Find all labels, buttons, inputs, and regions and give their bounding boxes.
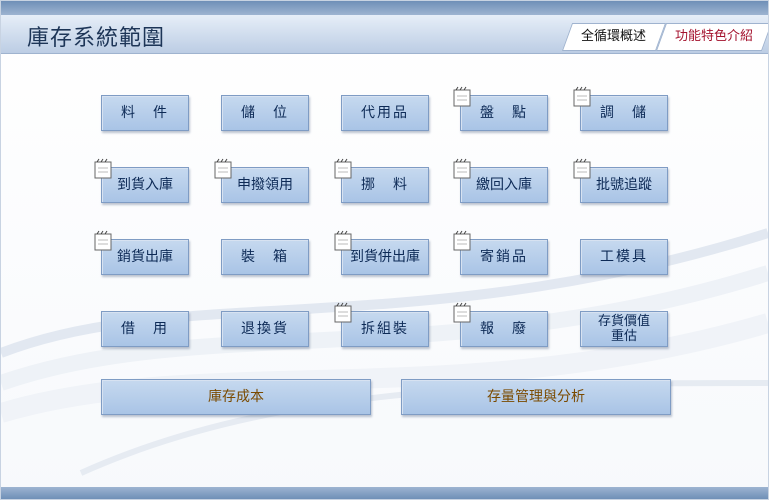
btn-packing[interactable]: 裝 箱 (221, 239, 309, 275)
btn-stocktake[interactable]: 盤 點 (453, 86, 548, 131)
btn-stocktake-label: 盤 點 (480, 105, 528, 121)
btn-cross-dock[interactable]: 到貨併出庫 (334, 230, 429, 275)
btn-tooling-label: 工模具 (600, 249, 648, 265)
btn-transfer-label: 調 儲 (600, 105, 648, 121)
btn-item-master-label: 料 件 (121, 105, 169, 121)
btn-requisition-label: 申撥領用 (237, 177, 293, 193)
notepad-icon (334, 302, 352, 323)
btn-returns-exchange-label: 退換貨 (241, 321, 289, 337)
btn-packing-label: 裝 箱 (241, 249, 289, 265)
notepad-icon (334, 158, 352, 179)
btn-transfer[interactable]: 調 儲 (573, 86, 668, 131)
btn-receiving[interactable]: 到貨入庫 (94, 158, 189, 203)
notepad-icon (453, 158, 471, 179)
btn-requisition[interactable]: 申撥領用 (214, 158, 309, 203)
btn-sales-issue[interactable]: 銷貨出庫 (94, 230, 189, 275)
btn-inventory-revaluation[interactable]: 存貨價值 重估 (580, 311, 668, 347)
btn-return-to-stock[interactable]: 繳回入庫 (453, 158, 548, 203)
btn-disassembly[interactable]: 拆組裝 (334, 302, 429, 347)
btn-cross-dock-label: 到貨併出庫 (350, 249, 420, 265)
notepad-icon (453, 86, 471, 107)
btn-borrow-label: 借 用 (121, 321, 169, 337)
btn-return-to-stock-label: 繳回入庫 (476, 177, 532, 193)
btn-disassembly-label: 拆組裝 (361, 321, 409, 337)
btn-returns-exchange[interactable]: 退換貨 (221, 311, 309, 347)
notepad-icon (334, 230, 352, 251)
tab-cycle-overview[interactable]: 全循環概述 (561, 23, 667, 51)
bottom-strip (1, 487, 768, 499)
btn-receiving-label: 到貨入庫 (117, 177, 173, 193)
tab-feature-intro[interactable]: 功能特色介紹 (655, 23, 768, 51)
btn-reallocate-label: 挪 料 (361, 177, 409, 193)
notepad-icon (214, 158, 232, 179)
btn-consignment[interactable]: 寄銷品 (453, 230, 548, 275)
btn-consignment-label: 寄銷品 (480, 249, 528, 265)
btn-stock-analysis-label: 存量管理與分析 (487, 389, 585, 405)
notepad-icon (453, 302, 471, 323)
btn-inventory-cost[interactable]: 庫存成本 (101, 379, 371, 415)
notepad-icon (573, 86, 591, 107)
btn-tooling[interactable]: 工模具 (580, 239, 668, 275)
notepad-icon (573, 158, 591, 179)
btn-inventory-revaluation-label: 存貨價值 重估 (597, 314, 650, 344)
tab-cycle-overview-label: 全循環概述 (581, 29, 647, 44)
notepad-icon (453, 230, 471, 251)
btn-reallocate[interactable]: 挪 料 (334, 158, 429, 203)
btn-storage-location[interactable]: 儲 位 (221, 95, 309, 131)
btn-borrow[interactable]: 借 用 (101, 311, 189, 347)
notepad-icon (94, 230, 112, 251)
btn-lot-tracking[interactable]: 批號追蹤 (573, 158, 668, 203)
btn-storage-location-label: 儲 位 (241, 105, 289, 121)
btn-inventory-cost-label: 庫存成本 (208, 389, 264, 405)
btn-stock-analysis[interactable]: 存量管理與分析 (401, 379, 671, 415)
notepad-icon (94, 158, 112, 179)
top-strip (1, 1, 768, 15)
tab-feature-intro-label: 功能特色介紹 (674, 29, 753, 44)
page-title: 庫存系統範圍 (27, 26, 166, 51)
btn-sales-issue-label: 銷貨出庫 (117, 249, 173, 265)
btn-substitute[interactable]: 代用品 (341, 95, 429, 131)
btn-lot-tracking-label: 批號追蹤 (596, 177, 652, 193)
btn-scrap-label: 報 廢 (480, 321, 528, 337)
btn-scrap[interactable]: 報 廢 (453, 302, 548, 347)
btn-item-master[interactable]: 料 件 (101, 95, 189, 131)
btn-substitute-label: 代用品 (361, 105, 409, 121)
